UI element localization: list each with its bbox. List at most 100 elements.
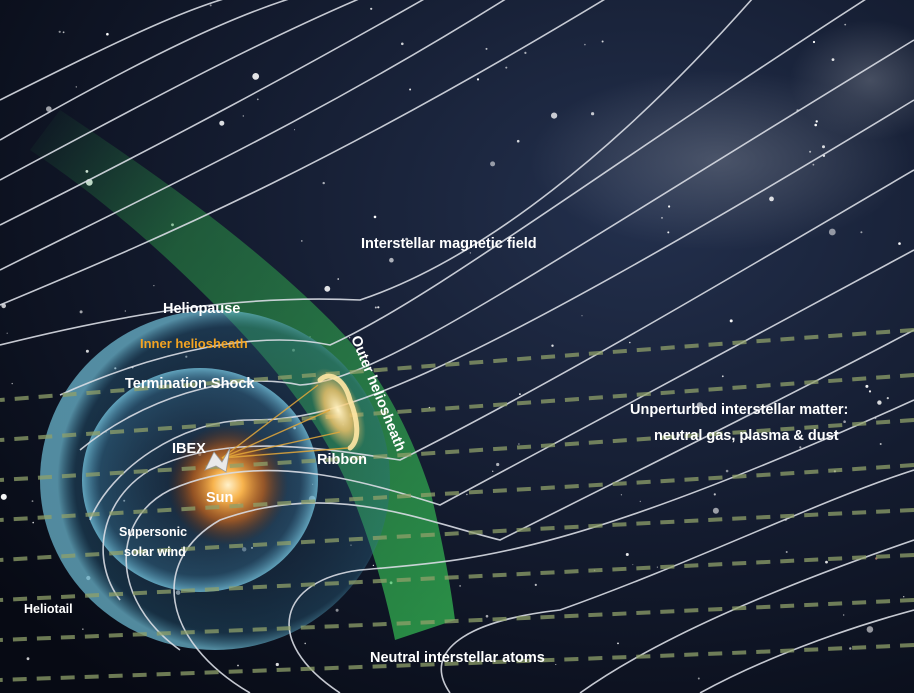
star xyxy=(632,564,634,566)
star xyxy=(551,112,558,119)
star xyxy=(617,642,619,645)
star xyxy=(879,443,882,445)
star xyxy=(32,521,34,524)
star xyxy=(389,257,394,263)
star xyxy=(534,583,537,587)
star xyxy=(656,566,658,568)
star xyxy=(639,500,641,503)
label-termination-shock: Termination Shock xyxy=(125,376,255,392)
star xyxy=(729,319,733,323)
star xyxy=(490,161,496,167)
star xyxy=(409,88,412,91)
field-line xyxy=(440,469,914,693)
label-neutral-interstellar-atoms: Neutral interstellar atoms xyxy=(370,650,545,666)
star xyxy=(809,150,812,153)
star xyxy=(26,657,30,661)
star xyxy=(275,662,279,667)
star xyxy=(505,66,508,69)
star xyxy=(153,285,155,287)
field-line xyxy=(89,99,914,521)
field-line xyxy=(59,0,866,396)
label-supersonic-line2: solar wind xyxy=(124,545,186,559)
label-ibex: IBEX xyxy=(172,441,206,457)
star xyxy=(625,553,629,556)
star xyxy=(374,306,377,309)
star xyxy=(519,393,521,395)
star xyxy=(11,382,13,385)
star xyxy=(584,43,586,46)
field-line xyxy=(0,0,289,141)
label-heliopause: Heliopause xyxy=(163,301,240,317)
field-line xyxy=(0,0,753,346)
star xyxy=(242,115,244,117)
star xyxy=(335,608,339,612)
star xyxy=(62,31,65,34)
star xyxy=(769,196,774,202)
label-sun: Sun xyxy=(206,490,233,506)
star xyxy=(814,123,817,127)
star xyxy=(124,310,126,312)
star xyxy=(712,507,719,514)
star xyxy=(294,129,296,131)
star xyxy=(58,30,61,33)
star xyxy=(304,642,307,645)
star xyxy=(209,4,212,7)
star xyxy=(405,237,409,241)
star xyxy=(6,332,8,334)
star xyxy=(31,500,34,502)
star xyxy=(370,7,373,10)
label-unperturbed-line2: neutral gas, plasma & dust xyxy=(654,428,839,444)
star xyxy=(85,349,89,353)
field-line xyxy=(699,609,914,693)
star xyxy=(518,443,520,445)
star xyxy=(866,626,874,633)
star xyxy=(696,402,704,409)
star xyxy=(485,47,488,50)
star xyxy=(721,375,724,378)
ibex-spacecraft-icon xyxy=(204,447,231,473)
star xyxy=(0,493,7,500)
star xyxy=(844,23,847,26)
star xyxy=(868,390,872,393)
star xyxy=(825,560,828,564)
field-line xyxy=(0,0,506,271)
star xyxy=(348,337,351,339)
star xyxy=(747,436,750,439)
star xyxy=(492,470,494,472)
star xyxy=(401,42,404,46)
star xyxy=(524,51,527,55)
star xyxy=(831,58,835,61)
field-line xyxy=(0,0,605,306)
star xyxy=(459,585,461,587)
star xyxy=(601,40,604,43)
star xyxy=(828,228,836,236)
star xyxy=(849,647,852,650)
star xyxy=(815,120,818,123)
star xyxy=(785,551,788,553)
star xyxy=(106,32,109,36)
star xyxy=(377,306,380,309)
star xyxy=(843,614,845,616)
star xyxy=(812,40,816,44)
star xyxy=(620,494,623,496)
star xyxy=(799,446,802,449)
star xyxy=(485,614,489,618)
star xyxy=(337,278,340,280)
star xyxy=(476,78,480,81)
field-line xyxy=(0,0,223,101)
star xyxy=(843,420,846,424)
star xyxy=(219,120,225,126)
star xyxy=(256,98,259,101)
field-line xyxy=(579,539,914,693)
green-flow-band xyxy=(30,110,455,640)
star xyxy=(466,493,468,496)
star xyxy=(252,73,260,80)
star xyxy=(822,145,825,149)
star xyxy=(591,112,595,116)
star xyxy=(865,384,869,388)
nebula-cloud-small xyxy=(790,20,914,140)
star xyxy=(324,285,331,292)
star xyxy=(668,205,671,208)
field-line xyxy=(79,39,914,451)
